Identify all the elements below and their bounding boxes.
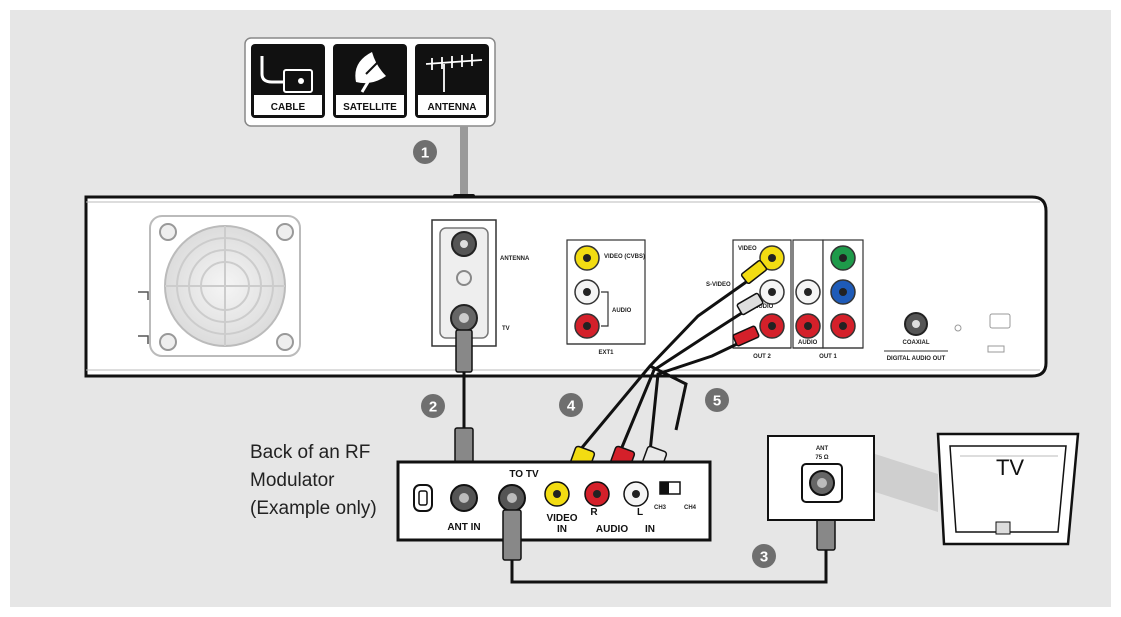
- antenna-label: ANTENNA: [428, 102, 477, 113]
- tv-ant-ohm-label: 75 Ω: [815, 455, 828, 461]
- modulator-video-label: VIDEO: [546, 513, 577, 524]
- out2-s-label: S-VIDEO: [706, 282, 731, 288]
- modulator-video-in-label: IN: [557, 524, 567, 535]
- out2-block: VIDEO S-VIDEO AUDIO OUT 2: [706, 239, 792, 360]
- coaxial-label: COAXIAL: [903, 340, 930, 346]
- cooling-fan: [138, 215, 301, 357]
- tv-set: TV: [936, 432, 1080, 546]
- ext1-audio-label: AUDIO: [612, 308, 632, 314]
- recorder-av-plugs: [732, 259, 768, 347]
- tv-ant-label: ANT: [816, 446, 829, 452]
- svg-text:5: 5: [713, 393, 721, 410]
- cable-source: CABLE: [251, 44, 325, 118]
- svg-text:1: 1: [421, 145, 429, 162]
- modulator-audio-label: AUDIO: [596, 524, 628, 535]
- step-2-marker: 2: [421, 394, 445, 418]
- modulator-caption-line-2: Modulator: [250, 470, 335, 491]
- coaxial-block: COAXIAL DIGITAL AUDIO OUT: [884, 312, 1011, 362]
- antenna-icon: [425, 54, 483, 92]
- ext1-label: EXT1: [598, 350, 614, 356]
- modulator-power-switch[interactable]: [413, 484, 433, 512]
- modulator-in-label: IN: [645, 524, 655, 535]
- channel-ch4-label: CH4: [684, 505, 697, 511]
- channel-ch3-label: CH3: [654, 505, 667, 511]
- step-5-marker: 5: [705, 388, 729, 412]
- fan-screw-icon: [159, 333, 177, 351]
- step-3-marker: 3: [752, 544, 776, 568]
- source-icons-box: CABLE SATELLITE ANTENNA: [244, 37, 496, 127]
- recorder-back-panel: ANTENNA TV VIDEO (CVBS) AUDIO EXT1: [84, 195, 1048, 378]
- modulator-l-label: L: [637, 507, 643, 518]
- out2-label: OUT 2: [753, 354, 771, 360]
- digital-audio-out-label: DIGITAL AUDIO OUT: [887, 356, 946, 362]
- tv-antenna-panel: ANT 75 Ω: [767, 435, 938, 521]
- step-4-marker: 4: [559, 393, 583, 417]
- av-cable-bundle: [578, 266, 767, 453]
- fan-screw-icon: [276, 223, 294, 241]
- out1-block: AUDIO OUT 1: [792, 239, 864, 360]
- satellite-label: SATELLITE: [343, 102, 397, 113]
- modulator-caption-line-3: (Example only): [250, 498, 377, 519]
- svg-text:2: 2: [429, 399, 437, 416]
- satellite-dish-icon: [355, 52, 386, 84]
- recorder-tv-label: TV: [502, 326, 510, 332]
- fan-screw-icon: [159, 223, 177, 241]
- antenna-cable: [460, 126, 468, 196]
- recorder-antenna-label: ANTENNA: [500, 256, 530, 262]
- antenna-source: ANTENNA: [415, 44, 489, 118]
- ext1-video-label: VIDEO (CVBS): [604, 254, 645, 260]
- satellite-source: SATELLITE: [333, 44, 407, 118]
- ext1-block: VIDEO (CVBS) AUDIO EXT1: [566, 239, 646, 356]
- cable-plug-icon: [260, 56, 284, 84]
- modulator-r-label: R: [590, 507, 598, 518]
- out1-audio-label: AUDIO: [798, 340, 818, 346]
- modulator-to-tv-label: TO TV: [509, 469, 539, 480]
- out2-video-label: VIDEO: [738, 246, 757, 252]
- rf-modulator: ANT IN TO TV VIDEO IN R L AUDIO IN CH3 C…: [396, 460, 712, 542]
- out2-audio-label: AUDIO: [754, 304, 774, 310]
- out1-label: OUT 1: [819, 354, 837, 360]
- modulator-caption-line-1: Back of an RF: [250, 442, 370, 463]
- rf-jack-block: ANTENNA TV: [431, 219, 530, 347]
- modulator-ant-in-label: ANT IN: [447, 522, 480, 533]
- svg-text:3: 3: [760, 549, 768, 566]
- svg-text:4: 4: [567, 398, 576, 415]
- channel-switch[interactable]: [659, 481, 681, 495]
- cable-label: CABLE: [271, 102, 306, 113]
- step-1-marker: 1: [413, 140, 437, 164]
- fan-screw-icon: [276, 333, 294, 351]
- tv-screen-label: TV: [996, 455, 1024, 480]
